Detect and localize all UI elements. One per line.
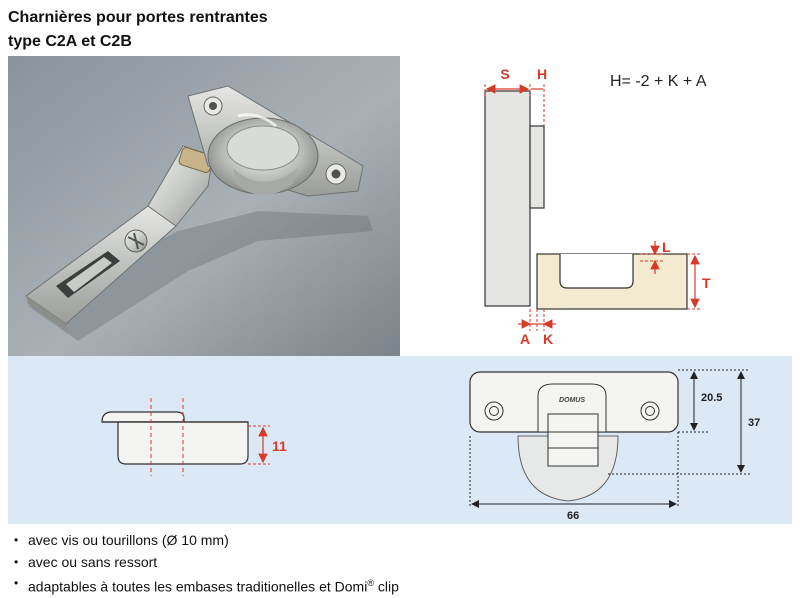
registered-mark: ® [367, 578, 374, 588]
bullet-icon: • [14, 554, 19, 569]
formula-text: H= -2 + K + A [610, 73, 707, 90]
feature-text: adaptables à toutes les embases traditio… [28, 578, 368, 595]
technical-drawings-panel: 11 DOMUS 20.5 [8, 356, 792, 524]
dimension-66: 66 [567, 510, 579, 522]
feature-text: avec vis ou tourillons (Ø 10 mm) [28, 532, 229, 548]
feature-item: • avec vis ou tourillons (Ø 10 mm) [14, 530, 399, 552]
hinge-photo [8, 56, 400, 356]
bullet-icon: • [14, 576, 19, 590]
brand-text: DOMUS [559, 397, 585, 404]
label-l: L [662, 239, 671, 255]
side-profile-drawing: 11 [101, 398, 287, 476]
door-panel [484, 90, 531, 307]
bullet-icon: • [14, 533, 19, 547]
feature-text-suffix: clip [373, 578, 399, 595]
feature-text: avec ou sans ressort [28, 553, 158, 570]
feature-item: • adaptables à toutes les embases tradit… [14, 573, 399, 598]
dimension-20-5: 20.5 [701, 392, 722, 404]
title-line-1: Charnières pour portes rentrantes [8, 9, 268, 26]
mounting-plate [529, 125, 545, 209]
label-s: S [500, 66, 509, 82]
feature-item: • avec ou sans ressort [14, 552, 399, 574]
dimension-37: 37 [748, 417, 760, 429]
page-title: Charnières pour portes rentrantes type C… [8, 6, 268, 54]
feature-list: • avec vis ou tourillons (Ø 10 mm) • ave… [14, 530, 399, 598]
label-h: H [537, 66, 547, 82]
plate-top-view-drawing: DOMUS 20.5 37 66 [469, 369, 760, 522]
technical-drawings: 11 DOMUS 20.5 [101, 369, 760, 522]
label-a: A [520, 331, 530, 347]
title-line-2: type C2A et C2B [8, 33, 132, 50]
installation-diagram: H= -2 + K + A S H L T A K [484, 66, 711, 347]
label-k: K [543, 331, 553, 347]
dimension-11: 11 [272, 438, 287, 454]
label-t: T [702, 275, 711, 291]
